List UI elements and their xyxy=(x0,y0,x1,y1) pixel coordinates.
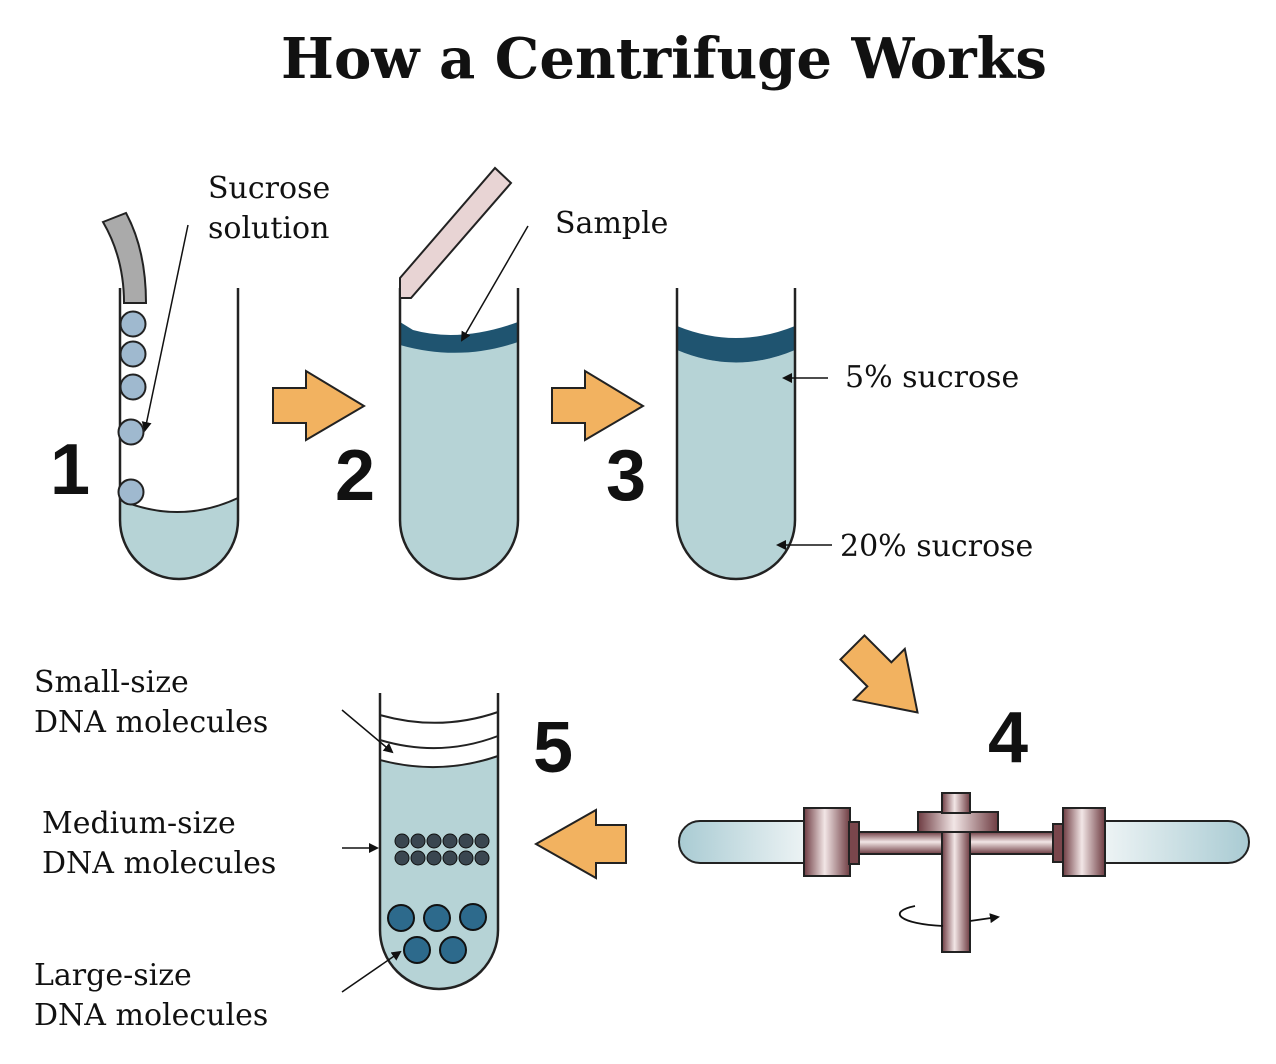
tube-outline xyxy=(118,288,240,581)
dna-dot-medium xyxy=(410,833,426,849)
large-dna-cluster xyxy=(387,903,487,964)
sample-label: Sample xyxy=(555,206,668,241)
rotation-arrow-icon xyxy=(969,913,1000,924)
dna-dot-large xyxy=(403,936,431,964)
dna-dot-medium xyxy=(474,833,490,849)
band-line-1 xyxy=(379,711,499,724)
sample-band xyxy=(400,322,518,353)
left-arrow-icon xyxy=(533,808,627,880)
dna-dot-medium xyxy=(458,850,474,866)
rotor-hub xyxy=(917,811,999,833)
pipette-pink xyxy=(399,166,513,299)
centrifuge-rotor xyxy=(678,792,1250,953)
step-number-1: 1 xyxy=(50,430,90,510)
tube-step-3 xyxy=(675,288,797,581)
sucrose-drop xyxy=(117,418,145,446)
dna-dot-large xyxy=(439,936,467,964)
sucrose-drop xyxy=(119,340,147,368)
dna-dot-medium xyxy=(426,850,442,866)
dna-dot-medium xyxy=(474,850,490,866)
diagonal-arrow-icon xyxy=(839,634,919,714)
small-dna-pointer xyxy=(341,709,394,754)
sucrose-drops xyxy=(117,310,147,506)
gradient-column xyxy=(677,350,795,579)
small-dna-label-line2: DNA molecules xyxy=(34,705,268,740)
large-dna-pointer xyxy=(341,950,402,993)
spinning-tube-right xyxy=(1102,820,1250,864)
sucrose-column xyxy=(400,330,518,579)
step-number-5: 5 xyxy=(533,708,573,788)
dna-dot-medium xyxy=(410,850,426,866)
dna-dot-large xyxy=(387,904,415,932)
dna-dot-medium xyxy=(442,833,458,849)
tube-outline xyxy=(378,693,500,991)
sucrose-drop xyxy=(117,478,145,506)
dna-dot-medium xyxy=(394,850,410,866)
band-line-3 xyxy=(379,755,499,769)
large-dna-label-line2: DNA molecules xyxy=(34,998,268,1033)
pipette-gray xyxy=(101,211,148,304)
large-dna-label-line1: Large-size xyxy=(34,958,192,993)
sucrose-label-line1: Sucrose xyxy=(208,171,330,206)
dna-dot-medium xyxy=(426,833,442,849)
band-line-2 xyxy=(379,735,499,750)
pct20-label: 20% sucrose xyxy=(840,529,1033,564)
tube-outline xyxy=(675,288,797,581)
spinning-tube-left xyxy=(678,820,809,864)
medium-dna-label-line1: Medium-size xyxy=(42,806,236,841)
sucrose-pool xyxy=(120,498,238,579)
rotation-arc-back xyxy=(899,905,944,927)
sample-band xyxy=(677,326,795,363)
tube-step-1 xyxy=(118,288,240,581)
sucrose-drop xyxy=(119,373,147,401)
tube-outline xyxy=(398,288,520,581)
right-arrow-icon xyxy=(272,369,366,442)
tube-step-2 xyxy=(398,288,520,581)
pct5-label: 5% sucrose xyxy=(845,360,1019,395)
small-dna-label-line1: Small-size xyxy=(34,665,189,700)
dna-dot-medium xyxy=(394,833,410,849)
sucrose-drop xyxy=(119,310,147,338)
sample-pointer xyxy=(460,225,529,342)
dna-dot-medium xyxy=(458,833,474,849)
separated-column xyxy=(380,756,498,989)
rotor-shaft xyxy=(941,831,971,953)
step-number-4: 4 xyxy=(988,698,1028,778)
rotor-cap xyxy=(941,792,971,814)
step-number-2: 2 xyxy=(335,436,375,516)
holder-collar-right xyxy=(1052,823,1064,863)
medium-dna-cluster xyxy=(394,833,490,866)
dna-dot-large xyxy=(459,903,487,931)
right-arrow-icon xyxy=(551,369,645,442)
dna-dot-large xyxy=(423,904,451,932)
tube-holder-right xyxy=(1062,807,1106,877)
medium-dna-label-line2: DNA molecules xyxy=(42,846,276,881)
sucrose-label-line2: solution xyxy=(208,211,329,246)
dna-dot-medium xyxy=(442,850,458,866)
holder-collar-left xyxy=(848,821,860,865)
tube-holder-left xyxy=(803,807,851,877)
step-number-3: 3 xyxy=(606,436,646,516)
sucrose-pointer xyxy=(141,224,189,432)
page-title: How a Centrifuge Works xyxy=(281,26,1047,92)
